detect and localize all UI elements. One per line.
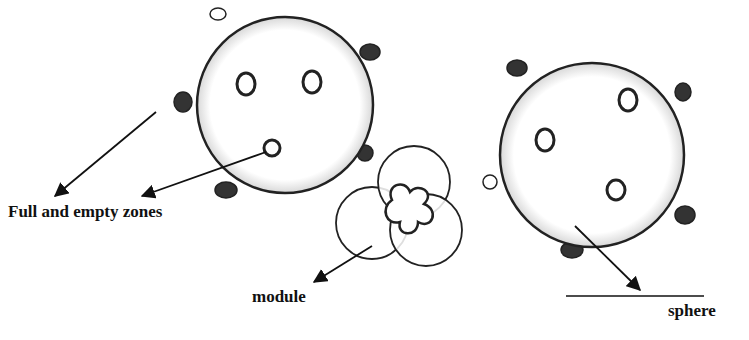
surface-holes <box>536 89 637 200</box>
surface-bumps <box>483 60 695 258</box>
sphere-outline <box>500 63 684 247</box>
part-label: sphere <box>668 302 716 321</box>
part-label: Full and empty zones <box>8 203 162 222</box>
surface-holes <box>237 71 321 156</box>
surface-bumps <box>174 8 380 198</box>
part-label: module <box>252 288 306 307</box>
module-shape <box>336 146 462 266</box>
